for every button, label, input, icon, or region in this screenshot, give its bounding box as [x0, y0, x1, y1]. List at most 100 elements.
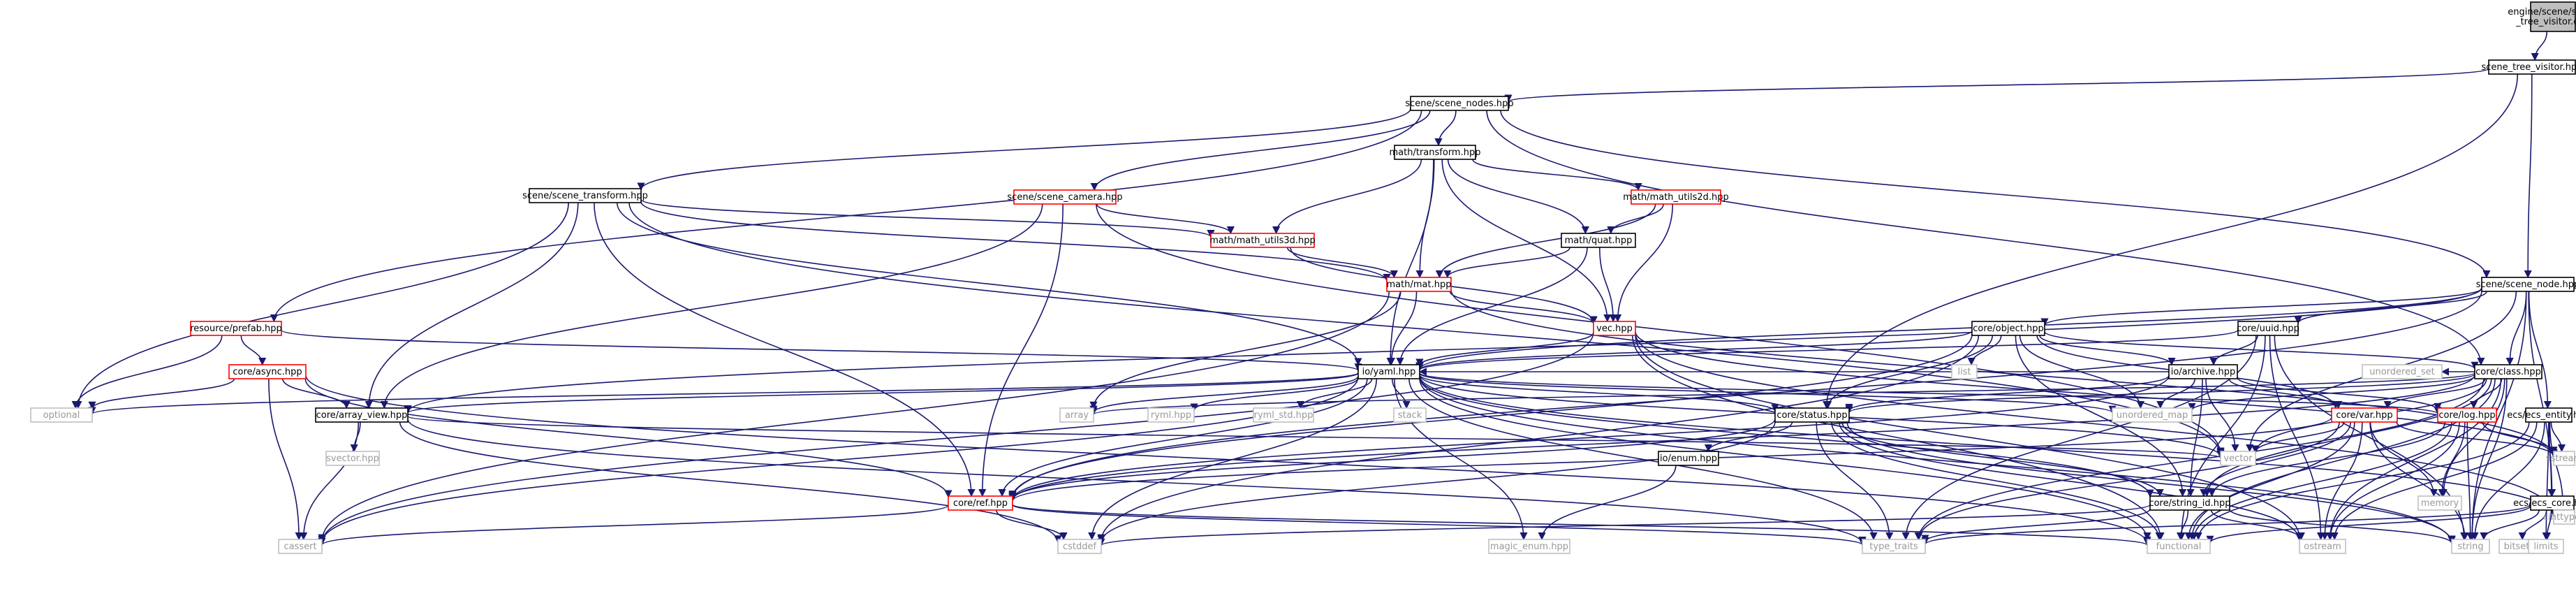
node-box [2474, 364, 2542, 379]
edge-line [240, 335, 267, 366]
node-box [1593, 321, 1636, 336]
node-label: math/math_utils3d.hpp [1209, 235, 1316, 246]
edge-line [407, 415, 2224, 459]
node-root: engine/scene/scene_tree_visitor.cpp [2508, 1, 2576, 32]
edge-line [2383, 378, 2486, 409]
node-box [2530, 495, 2575, 511]
edge-line [2040, 287, 2482, 326]
edge-prefab-to-yaml [281, 329, 1362, 372]
edge-object-to-string_id [2015, 335, 2187, 498]
node-async[interactable]: core/async.hpp [228, 364, 307, 379]
edge-quat-to-vec [1599, 247, 1617, 323]
edge-string_id-to-functional [2177, 509, 2189, 541]
node-label: core/string_id.hpp [2149, 498, 2230, 509]
node-prefab[interactable]: resource/prefab.hpp [190, 321, 282, 336]
edge-var-to-string_id [2200, 421, 2351, 498]
node-math-utils3d[interactable]: math/math_utils3d.hpp [1209, 233, 1316, 248]
edge-line [1845, 375, 2170, 412]
node-memory: memory [2417, 495, 2462, 511]
edge-array_view-to-vector [407, 415, 2224, 459]
edge-line [996, 509, 1068, 541]
edge-scene_transform-to-yaml [616, 202, 1362, 366]
edge-yaml-to-functional [1419, 378, 2151, 541]
node-label: core/async.hpp [233, 367, 302, 377]
edge-log-to-memory [2438, 421, 2466, 498]
edge-mat-to-sstream [1450, 289, 2558, 458]
node-ref[interactable]: core/ref.hpp [948, 495, 1013, 511]
edge-line [1008, 334, 1973, 499]
edge-yaml-to-ryml_std [1296, 378, 1373, 409]
edge-ecs_core-to-string [2480, 509, 2540, 541]
edge-var-to-ostream [2320, 421, 2363, 541]
edge-array_view-to-cstddef [399, 421, 1062, 544]
edge-line [1419, 377, 2154, 498]
node-box [1210, 233, 1315, 248]
edge-object-to-cstddef [1097, 335, 1980, 542]
node-box [2331, 407, 2398, 423]
edge-ecs_entity-to-ostream [2330, 421, 2538, 541]
node-status[interactable]: core/status.hpp [1774, 407, 1850, 423]
node-ecs-core[interactable]: ecs/ecs_core.hpp [2513, 495, 2576, 511]
edge-line [1396, 247, 1588, 366]
node-box [1253, 407, 1314, 423]
node-label: list [1957, 367, 1971, 377]
node-label: _tree_visitor.cpp [2515, 17, 2576, 27]
node-scene-transform[interactable]: scene/scene_transform.hpp [522, 188, 648, 203]
node-box [1394, 145, 1476, 160]
node-math-utils2d[interactable]: math/math_utils2d.hpp [1623, 189, 1729, 205]
edge-line [1921, 504, 2531, 546]
node-label: scene/scene_transform.hpp [522, 191, 648, 201]
node-array-view[interactable]: core/array_view.hpp [315, 407, 409, 423]
edge-line [300, 421, 360, 541]
node-vec[interactable]: vec.hpp [1593, 321, 1636, 336]
edge-line [1386, 159, 1434, 366]
edge-line [2202, 378, 2492, 498]
edge-line [1450, 289, 2558, 458]
edge-line [2206, 504, 2531, 544]
node-box [325, 451, 380, 466]
node-log[interactable]: core/log.hpp [2437, 407, 2497, 423]
node-box [1658, 451, 1719, 466]
node-string-id[interactable]: core/string_id.hpp [2149, 495, 2231, 511]
node-var[interactable]: core/var.hpp [2331, 407, 2398, 423]
node-unordered-map: unordered_map [2112, 407, 2193, 423]
edge-line [1415, 332, 1594, 367]
node-yaml[interactable]: io/yaml.hpp [1357, 364, 1420, 379]
node-object[interactable]: core/object.hpp [1971, 321, 2045, 336]
node-scene-node[interactable]: scene/scene_node.hpp [2476, 277, 2576, 292]
edge-line [640, 201, 1391, 282]
node-visitor[interactable]: scene_tree_visitor.hpp [2481, 59, 2576, 75]
node-ostream: ostream [2299, 539, 2346, 554]
edge-ecs_core-to-limits [2542, 509, 2552, 541]
edge-line [74, 202, 569, 409]
node-mat[interactable]: math/mat.hpp [1386, 277, 1452, 292]
edge-line [1096, 203, 2225, 456]
edge-ref-to-cstddef [996, 509, 1068, 541]
node-scene-camera[interactable]: scene/scene_camera.hpp [1007, 189, 1123, 205]
edge-yaml-to-unordered_map [1419, 372, 2117, 414]
edge-line [399, 421, 1062, 544]
edge-line [1096, 203, 1235, 235]
node-quat[interactable]: math/quat.hpp [1561, 233, 1636, 248]
node-box [2417, 495, 2462, 511]
node-ecs-entity[interactable]: ecs/ecs_entity.hpp [2507, 407, 2576, 423]
node-transform-m[interactable]: math/transform.hpp [1390, 145, 1481, 160]
edge-line [2330, 421, 2538, 541]
edge-line [2528, 291, 2552, 409]
node-box [2437, 407, 2497, 423]
edge-object-to-list [1967, 335, 2002, 366]
edge-scene_camera-to-ref [978, 203, 1063, 498]
edge-line [318, 331, 1594, 544]
node-list: list [1951, 364, 1978, 379]
node-class[interactable]: core/class.hpp [2474, 364, 2542, 379]
edge-line [1012, 504, 1867, 546]
node-nodes[interactable]: scene/scene_nodes.hpp [1405, 96, 1514, 111]
node-box [1386, 277, 1452, 292]
node-uuid[interactable]: core/uuid.hpp [2237, 321, 2299, 336]
node-enum[interactable]: io/enum.hpp [1658, 451, 1719, 466]
edge-var-to-vector [2251, 421, 2345, 453]
node-box [2220, 451, 2256, 466]
node-box [1013, 189, 1117, 205]
node-archive[interactable]: io/archive.hpp [2168, 364, 2238, 379]
edge-var-to-string [2369, 421, 2469, 541]
